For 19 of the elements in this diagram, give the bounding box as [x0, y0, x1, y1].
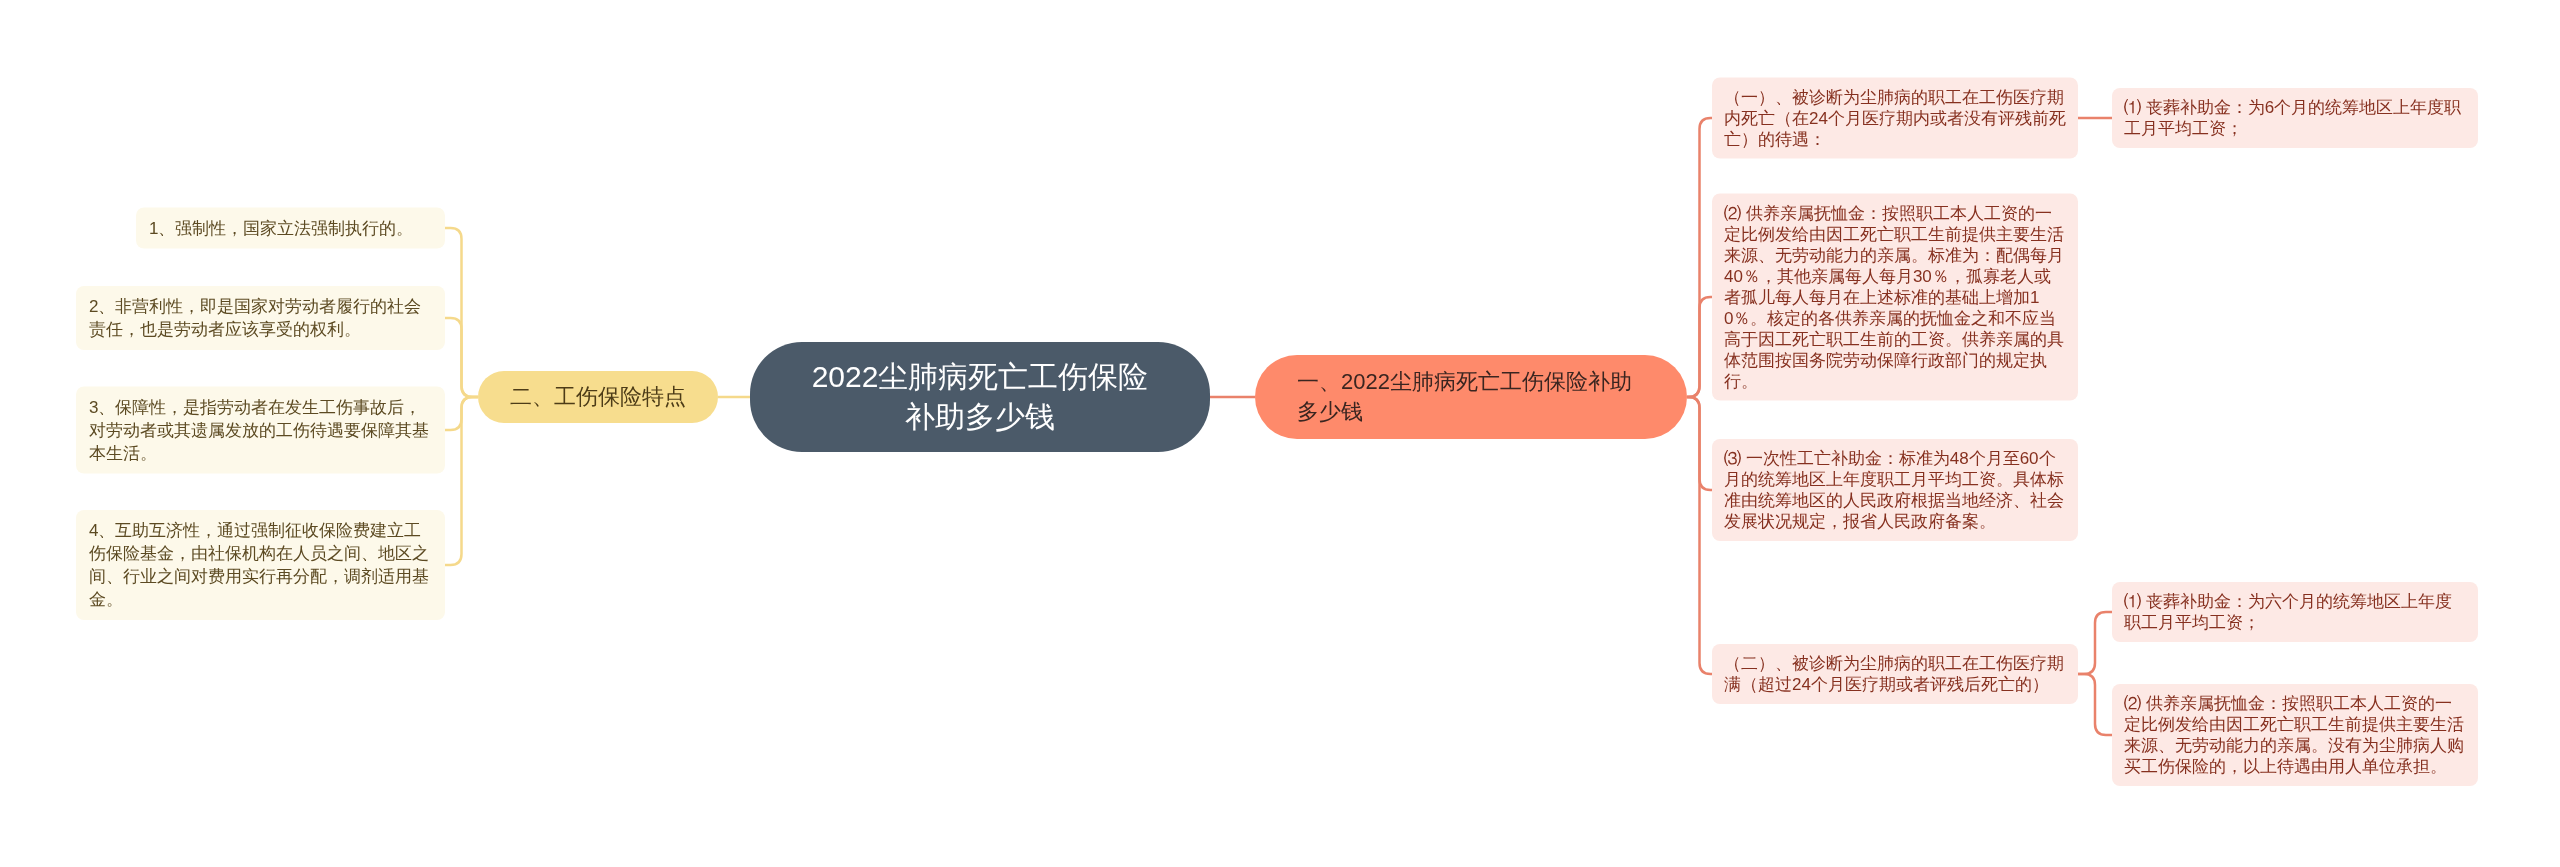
note-box: ⑴ 丧葬补助金：为6个月的统筹地区上年度职工月平均工资；: [2112, 88, 2478, 148]
note-box: 2、非营利性，即是国家对劳动者履行的社会责任，也是劳动者应该享受的权利。: [76, 286, 445, 350]
note-box: 1、强制性，国家立法强制执行的。: [136, 207, 445, 249]
main-topic-box: 2022尘肺病死亡工伤保险补助多少钱: [750, 342, 1210, 452]
connector-line: [1686, 395, 1713, 676]
connector-line: [1210, 395, 1255, 399]
note-box: ⑴ 丧葬补助金：为六个月的统筹地区上年度职工月平均工资；: [2112, 582, 2478, 642]
connector-line: [2078, 116, 2112, 120]
branch-box: 二、工伤保险特点: [478, 371, 718, 423]
branch-box: 一、2022尘肺病死亡工伤保险补助多少钱: [1255, 355, 1687, 439]
note-box: ⑵ 供养亲属抚恤金：按照职工本人工资的一定比例发给由因工死亡职工生前提供主要生活来源、无劳动能力的亲属。没有为尘肺病人购买工伤保险的，以上待遇由用人单位承担。: [2112, 684, 2478, 786]
note-box: 3、保障性，是指劳动者在发生工伤事故后，对劳动者或其遗属发放的工伤待遇要保障其基本生活。: [76, 386, 445, 474]
note-box: （二）、被诊断为尘肺病的职工在工伤医疗期满（超过24个月医疗期或者评残后死亡的）: [1712, 644, 2078, 704]
note-box: ⑵ 供养亲属抚恤金：按照职工本人工资的一定比例发给由因工死亡职工生前提供主要生活来源、无劳动能力的亲属。标准为：配偶每月40％，其他亲属每人每月30％，孤寡老人或者孤儿每人每月在上述标准的基础上增加10％。核定的各供养亲属的抚恤金之和不应当高于因工死亡职工生前的工资。供养亲属的具体范围按国务院劳动保障行政部门的规定执行。: [1712, 193, 2078, 401]
note-box: （一）、被诊断为尘肺病的职工在工伤医疗期内死亡（在24个月医疗期内或者没有评残前死亡）的待遇：: [1712, 77, 2078, 159]
connector-line: [2078, 672, 2112, 737]
connector-line: [718, 395, 750, 399]
note-box: 4、互助互济性，通过强制征收保险费建立工伤保险基金，由社保机构在人员之间、地区之间、行业之间对费用实行再分配，调剂适用基金。: [76, 510, 445, 620]
note-box: ⑶ 一次性工亡补助金：标准为48个月至60个月的统筹地区上年度职工月平均工资。具体标准由统筹地区的人民政府根据当地经济、社会发展状况规定，报省人民政府备案。: [1712, 439, 2078, 541]
